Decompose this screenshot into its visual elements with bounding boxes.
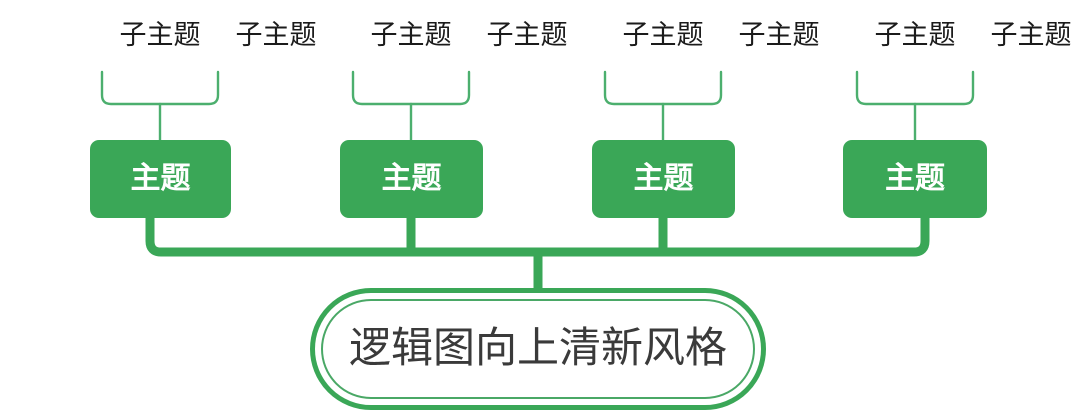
bracket-group-2 [351, 70, 471, 142]
sub-topic-label: 子主题 [622, 20, 704, 50]
root-node-label: 逻辑图向上清新风格 [348, 326, 727, 372]
sub-topic-label: 子主题 [235, 20, 317, 50]
topic-node[interactable]: 主题 [592, 140, 735, 218]
root-node[interactable]: 逻辑图向上清新风格 [310, 288, 766, 410]
sub-topic-label: 子主题 [486, 20, 568, 50]
sub-topic-label: 子主题 [370, 20, 452, 50]
sub-topic-label: 子主题 [990, 20, 1072, 50]
bracket-path [603, 70, 723, 106]
bracket-group-1 [100, 70, 220, 142]
bracket-group-4 [855, 70, 975, 142]
topic-node-label: 主题 [885, 162, 945, 195]
topic-node-label: 主题 [381, 162, 442, 195]
sub-topic-label: 子主题 [874, 20, 956, 50]
bracket-path [351, 70, 471, 106]
topic-node[interactable]: 主题 [340, 140, 483, 218]
topic-node-label: 主题 [130, 162, 191, 195]
bracket-path [100, 70, 220, 106]
topic-node[interactable]: 主题 [843, 140, 987, 218]
topic-node[interactable]: 主题 [90, 140, 231, 218]
trunk-bus [145, 214, 930, 257]
bracket-path [855, 70, 975, 106]
topic-node-label: 主题 [633, 162, 694, 195]
sub-topic-label: 子主题 [738, 20, 820, 50]
bracket-group-3 [603, 70, 723, 142]
trunk-left-corner [145, 214, 930, 257]
sub-topic-label: 子主题 [119, 20, 201, 50]
